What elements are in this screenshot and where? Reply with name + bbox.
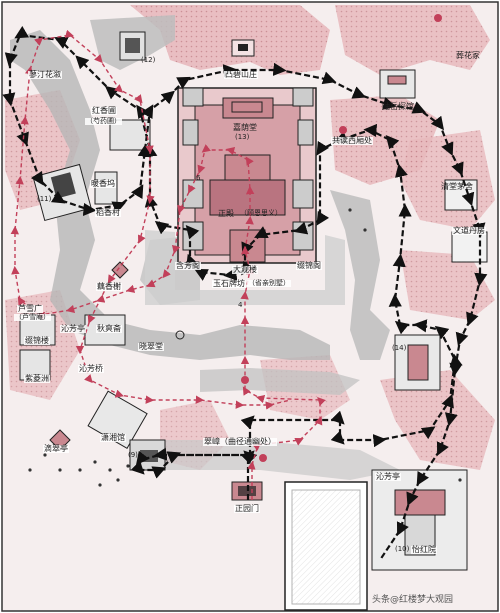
label-luxue-sub: （芦雪庵） bbox=[14, 313, 51, 321]
num-9: (9) bbox=[128, 451, 138, 459]
num-4: 4 bbox=[238, 301, 243, 309]
zanghua-marker bbox=[434, 14, 442, 22]
south-marker bbox=[259, 454, 267, 462]
label-zhengdian: 正殿 bbox=[218, 209, 234, 218]
label-zanghua-zhong: 葬花冢 bbox=[456, 51, 480, 60]
label-lu-jie: 沁芳亭 bbox=[60, 324, 86, 333]
label-cuizhang: 翠嶂（曲径通幽处） bbox=[203, 437, 277, 446]
label-shengqin-bieshu: （省亲别墅） bbox=[247, 279, 291, 287]
num-14: (14) bbox=[392, 344, 407, 352]
wendao-building bbox=[451, 231, 488, 263]
xixiang-marker bbox=[339, 126, 347, 134]
label-nuanxiang-wu: 暖香坞 bbox=[90, 179, 116, 188]
label-hongxiang-pu: 红香圃 bbox=[91, 106, 117, 115]
shrubs bbox=[28, 208, 462, 487]
num-11: (11) bbox=[37, 195, 52, 203]
num-12: (12) bbox=[141, 56, 156, 64]
label-xiaoxiang-guan: 潇湘馆 bbox=[100, 433, 126, 442]
route-red bbox=[10, 29, 326, 500]
label-tang-li: 沁芳亭 bbox=[375, 472, 401, 481]
label-ningbi-shanzhuang: 凸碧山庄 bbox=[224, 70, 258, 79]
markers bbox=[175, 14, 442, 462]
qinfang-marker bbox=[241, 376, 249, 384]
label-ziling-zhou: 紫菱洲 bbox=[24, 374, 50, 383]
label-aoting-huaxu: 蓼汀花溆 bbox=[28, 70, 62, 79]
label-qinfang-qiao: 沁芳桥 bbox=[78, 364, 104, 373]
watermark-text: 头条@红楼梦大观园 bbox=[372, 595, 454, 605]
label-qingtang-mao: 清堂茅舍 bbox=[441, 182, 473, 191]
label-qiushuang-zhai: 秋爽斋 bbox=[96, 324, 122, 333]
label-xiaocui-tang: 晓翠堂 bbox=[138, 342, 164, 351]
label-wendao-fang: 文道丹房 bbox=[452, 226, 486, 235]
center-marker bbox=[175, 330, 185, 340]
daoxiang-building bbox=[94, 171, 118, 205]
label-ye-lou: 大观楼 bbox=[232, 265, 258, 274]
num-6: 6 bbox=[196, 174, 201, 182]
label-xiuyi-guan: 岫岳探馆 bbox=[382, 102, 414, 111]
label-jiazin-tang: 嘉荫堂 bbox=[233, 123, 257, 132]
label-yihong-yuan: 怡红院 bbox=[411, 545, 437, 554]
num-10: (10) bbox=[395, 545, 410, 553]
label-gongshu-ximen: 共读西厢处 bbox=[331, 136, 373, 145]
label-daoxiang-cun: 稻香村 bbox=[95, 208, 121, 217]
label-gubie-yi: （顾恩思义） bbox=[240, 209, 282, 217]
num-13: (13) bbox=[235, 133, 250, 141]
label-hanfang-ge: 含芳阁 bbox=[175, 261, 201, 270]
label-luxue-guang: 芦雪广 bbox=[17, 304, 43, 313]
label-zhengmen: 正园门 bbox=[234, 504, 260, 513]
label-shaoyao-pu: （芍药圃） bbox=[85, 117, 122, 125]
label-yuming-fang: 玉石牌坊 bbox=[212, 279, 246, 288]
label-zhuijin-ge: 缀锦阁 bbox=[296, 261, 322, 270]
label-dixi-ting: 滴翠亭 bbox=[43, 444, 69, 453]
label-cangxiang-xie: 藕香榭 bbox=[96, 282, 122, 291]
label-zhuixiu-lou: 缀锦楼 bbox=[24, 336, 50, 345]
